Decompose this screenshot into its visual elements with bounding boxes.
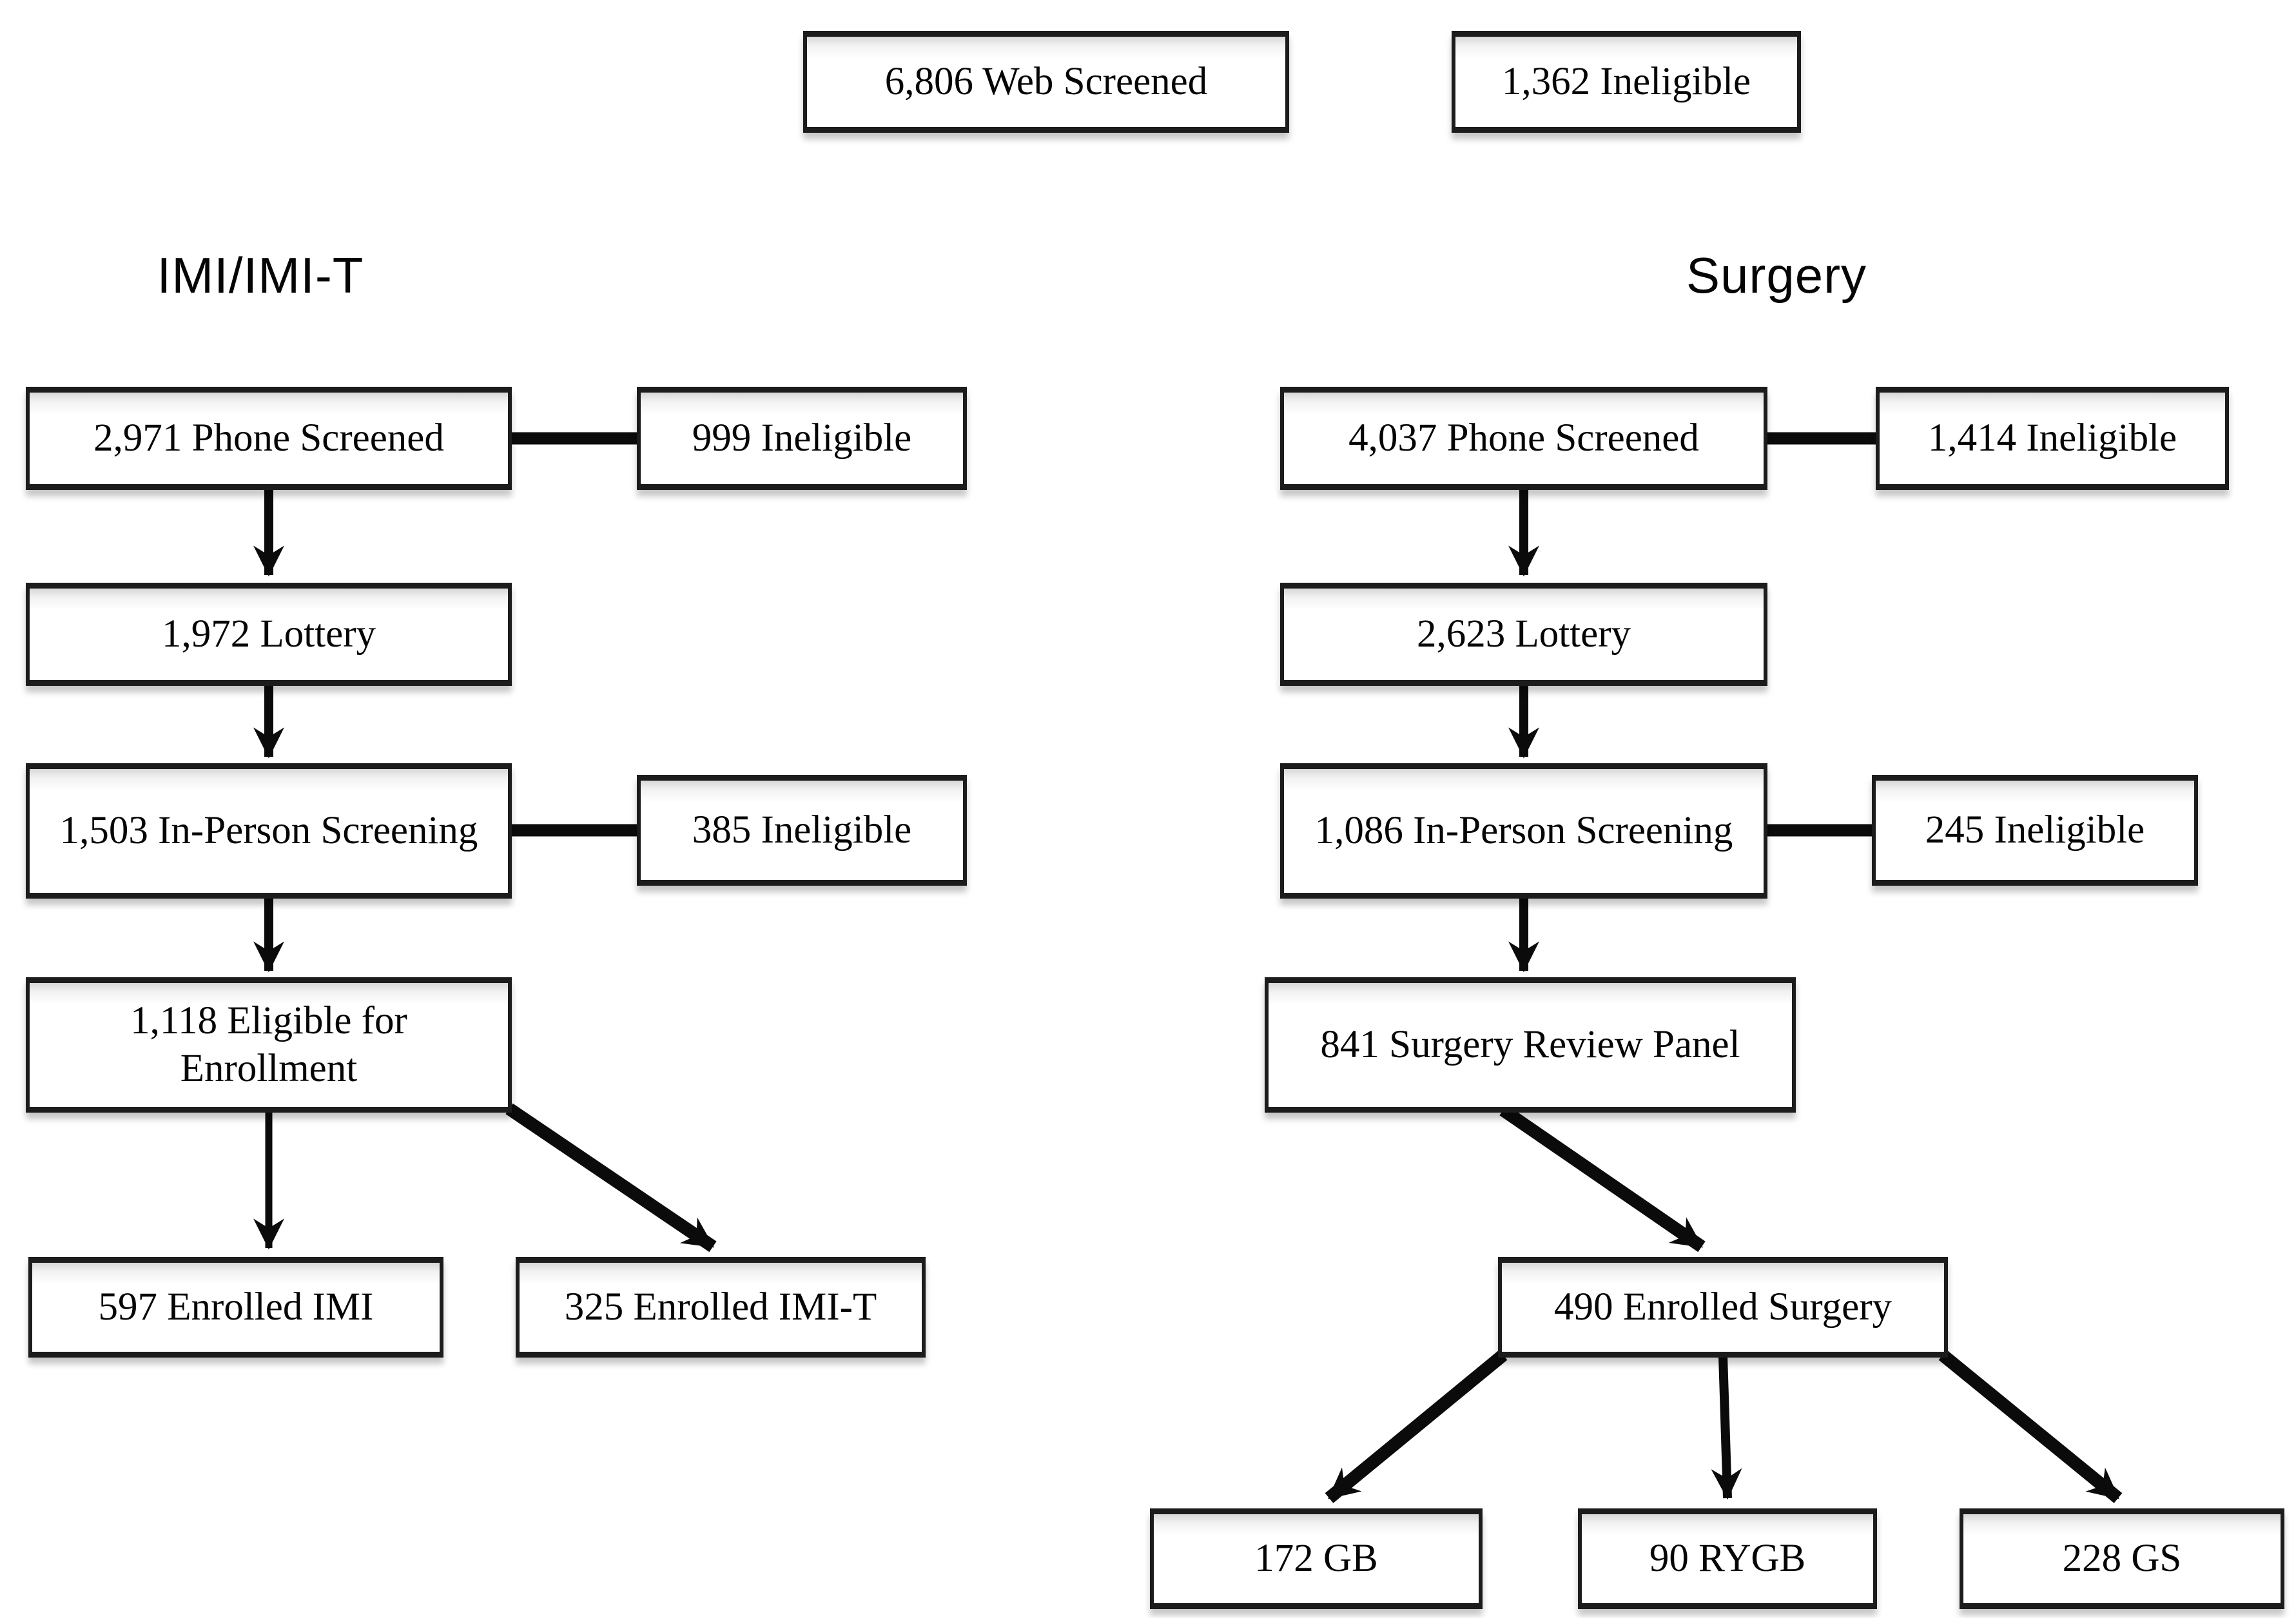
box-enrolled-surgery: 490 Enrolled Surgery: [1498, 1257, 1948, 1358]
box-surgery-phone-screened: 4,037 Phone Screened: [1280, 387, 1767, 490]
box-web-screened: 6,806 Web Screened: [803, 31, 1289, 133]
arrow-panel-to-enrolled-surgery: [1499, 1104, 1706, 1252]
box-surgery-lottery: 2,623 Lottery: [1280, 583, 1767, 686]
box-surgery-in-person-ineligible: 245 Ineligible: [1872, 775, 2198, 886]
column-title-surgery: Surgery: [1686, 247, 1867, 304]
box-imi-lottery: 1,972 Lottery: [26, 583, 512, 686]
box-imi-in-person-screening: 1,503 In-Person Screening: [26, 763, 512, 899]
box-rygb: 90 RYGB: [1578, 1508, 1877, 1609]
box-gb: 172 GB: [1150, 1508, 1483, 1609]
column-title-imi: IMI/IMI-T: [157, 247, 364, 304]
box-enrolled-imi-t: 325 Enrolled IMI-T: [516, 1257, 926, 1358]
box-surgery-phone-ineligible: 1,414 Ineligible: [1876, 387, 2229, 490]
box-imi-in-person-ineligible: 385 Ineligible: [637, 775, 967, 886]
box-imi-phone-screened: 2,971 Phone Screened: [26, 387, 512, 490]
arrow-eligible-to-enrolled-imi-t: [505, 1103, 717, 1252]
box-surgery-in-person-screening: 1,086 In-Person Screening: [1280, 763, 1767, 899]
box-web-ineligible: 1,362 Ineligible: [1452, 31, 1801, 133]
arrow-enrolled-surgery-to-rygb: [1711, 1356, 1742, 1500]
arrow-enrolled-surgery-to-gs: [1938, 1350, 2123, 1503]
arrow-enrolled-surgery-to-gb: [1325, 1350, 1508, 1503]
box-imi-eligible-for-enrollment: 1,118 Eligible for Enrollment: [26, 977, 512, 1113]
box-imi-phone-ineligible: 999 Ineligible: [637, 387, 967, 490]
box-gs: 228 GS: [1960, 1508, 2284, 1609]
box-enrolled-imi: 597 Enrolled IMI: [28, 1257, 443, 1358]
box-surgery-review-panel: 841 Surgery Review Panel: [1265, 977, 1796, 1113]
